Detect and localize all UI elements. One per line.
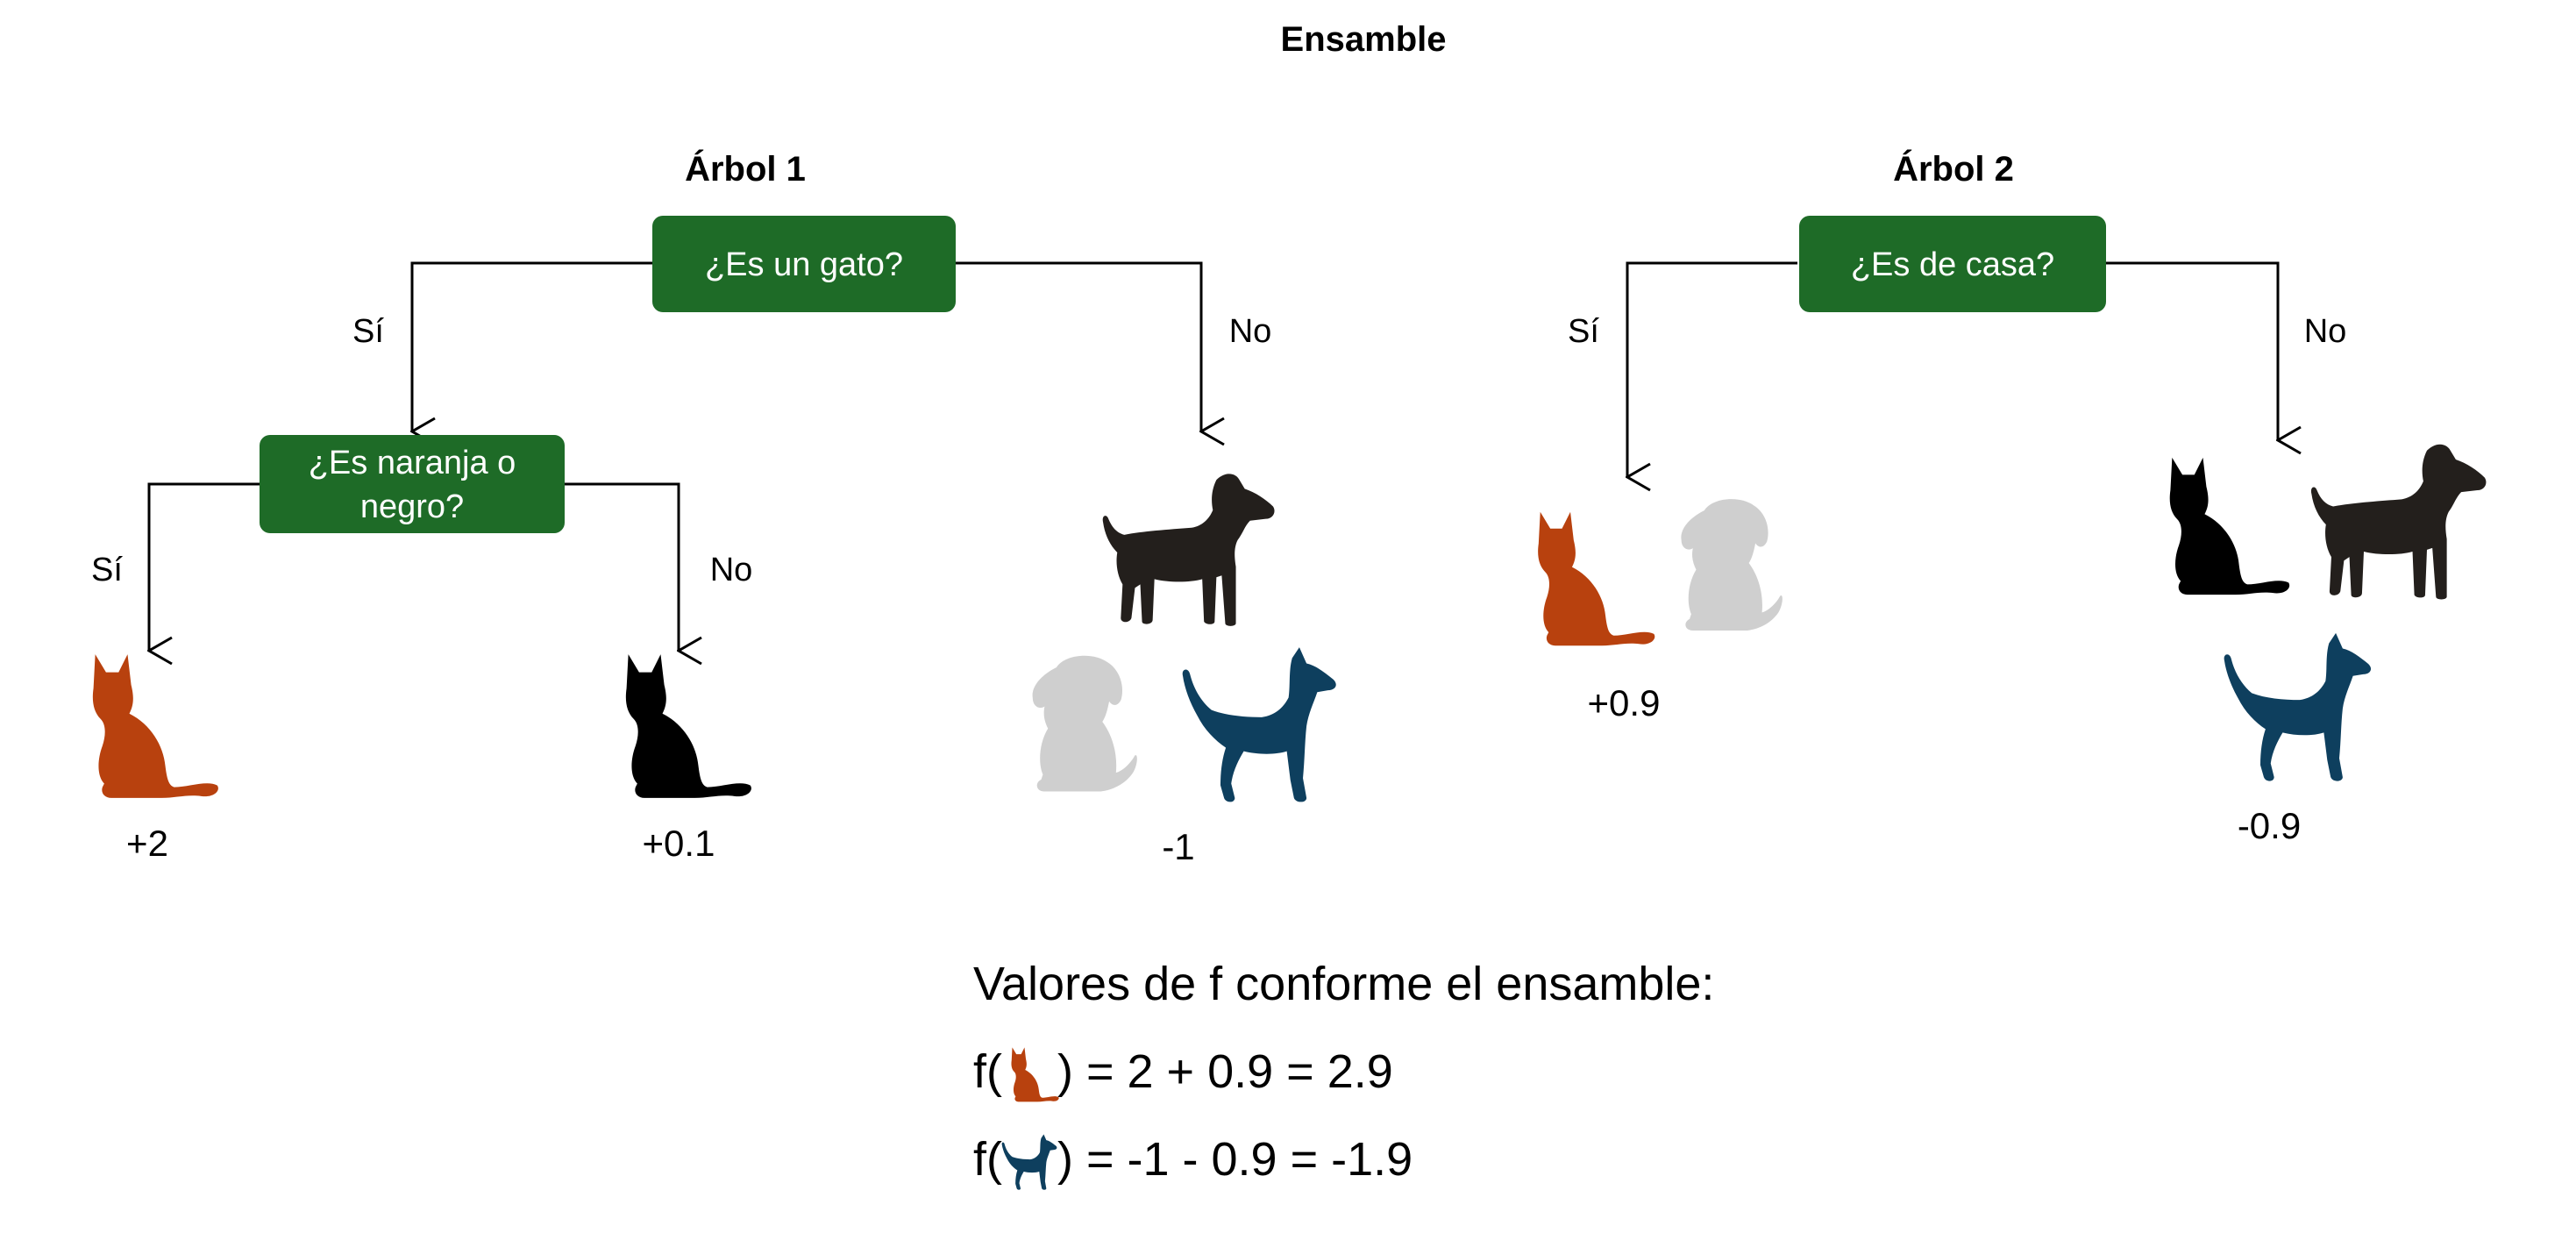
tree-1-sub-yes-edge bbox=[149, 482, 261, 651]
tree-1-sub-yes-label: Sí bbox=[91, 552, 123, 588]
tree-1-sub-node bbox=[260, 435, 565, 533]
tree-2-root-no-label: No bbox=[2304, 313, 2347, 350]
black-dog-icon bbox=[1102, 474, 1275, 626]
husky-icon bbox=[1182, 647, 1336, 802]
formula-1-rest: ) = 2 + 0.9 = 2.9 bbox=[1057, 1045, 1393, 1098]
grey-dog-icon bbox=[1032, 655, 1137, 792]
tree-2: Árbol 2 Sí No ¿Es de casa? +0.9 -0.9 bbox=[1538, 149, 2487, 846]
orange-cat-icon bbox=[1538, 511, 1655, 646]
tree-1-sub-node-label-line1: ¿Es naranja o bbox=[309, 445, 516, 481]
tree-1-leaf-2-value: +0.1 bbox=[643, 823, 715, 864]
grey-dog-icon bbox=[1681, 499, 1783, 631]
tree-1-root-node-label: ¿Es un gato? bbox=[705, 246, 903, 283]
formula-2-prefix: f( bbox=[973, 1133, 1002, 1186]
tree-1-root-node bbox=[652, 216, 956, 312]
tree-1-leaf-3-value: -1 bbox=[1162, 826, 1194, 867]
tree-1-title: Árbol 1 bbox=[685, 149, 806, 189]
husky-icon bbox=[2224, 632, 2372, 781]
tree-2-leaf-2-value: -0.9 bbox=[2238, 805, 2301, 846]
tree-1-root-yes-label: Sí bbox=[352, 313, 384, 350]
orange-cat-icon bbox=[1011, 1047, 1059, 1102]
black-cat-icon bbox=[625, 654, 751, 798]
tree-2-root-yes-edge bbox=[1627, 261, 1797, 477]
tree-2-root-node bbox=[1799, 216, 2106, 312]
tree-2-root-yes-label: Sí bbox=[1568, 313, 1599, 350]
tree-1-root-no-edge bbox=[956, 261, 1201, 431]
tree-1-root-no-label: No bbox=[1229, 313, 1272, 350]
summary-heading: Valores de f conforme el ensamble: bbox=[973, 958, 1714, 1010]
formula-1-prefix: f( bbox=[973, 1045, 1002, 1098]
tree-1-sub-no-label: No bbox=[710, 552, 753, 588]
husky-icon bbox=[1001, 1134, 1057, 1190]
black-dog-icon bbox=[2310, 444, 2487, 600]
tree-1-leaf-1-value: +2 bbox=[126, 823, 168, 864]
tree-2-leaf-1-value: +0.9 bbox=[1588, 682, 1661, 723]
black-cat-icon bbox=[2169, 457, 2290, 595]
tree-2-title: Árbol 2 bbox=[1893, 149, 2014, 189]
orange-cat-icon bbox=[92, 654, 218, 798]
ensemble-summary: Valores de f conforme el ensamble: f( ) … bbox=[973, 958, 1714, 1190]
tree-2-root-node-label: ¿Es de casa? bbox=[1851, 246, 2054, 283]
tree-1-sub-no-edge bbox=[565, 482, 679, 651]
tree-1-sub-node-label-line2: negro? bbox=[360, 488, 464, 525]
tree-1: Árbol 1 Sí No ¿Es un gato? Sí No ¿Es nar… bbox=[91, 149, 1336, 867]
diagram-title: Ensamble bbox=[1281, 20, 1447, 59]
tree-1-root-yes-edge bbox=[412, 261, 652, 431]
formula-2-rest: ) = -1 - 0.9 = -1.9 bbox=[1057, 1133, 1413, 1186]
tree-2-root-no-edge bbox=[2104, 261, 2278, 440]
